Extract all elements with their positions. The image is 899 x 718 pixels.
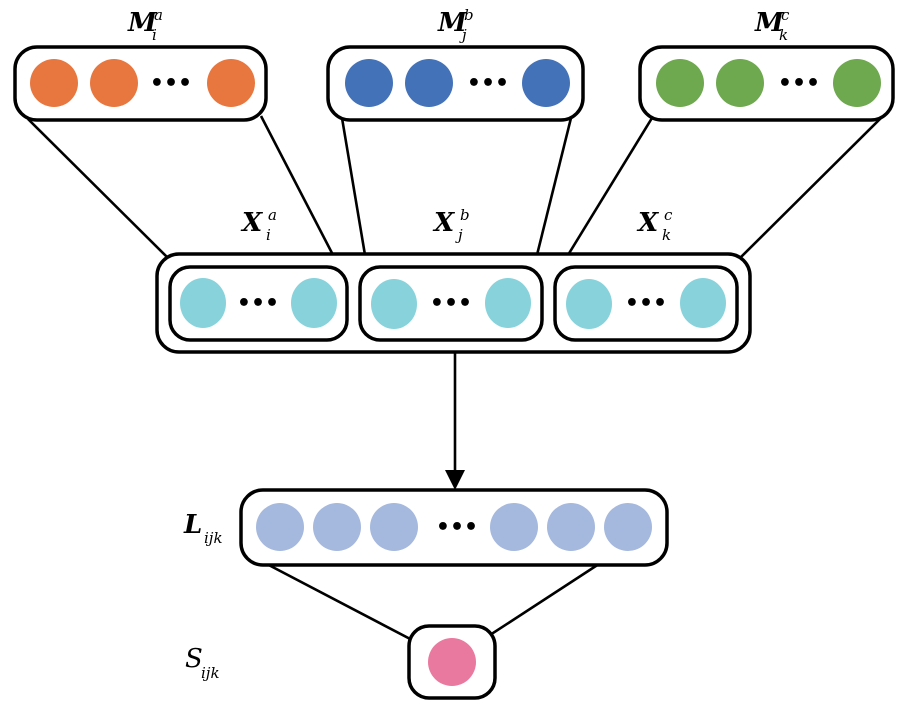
arrow-head-icon <box>445 470 465 490</box>
label-x-b: X b j <box>432 206 470 244</box>
connector-l-to-s-right <box>489 560 603 637</box>
node-xc-1 <box>566 279 612 329</box>
label-x-c: X c k <box>636 206 673 244</box>
node-l-n1 <box>547 503 595 551</box>
svg-text:b: b <box>464 6 474 24</box>
svg-text:j: j <box>459 26 467 44</box>
node-l-2 <box>313 503 361 551</box>
svg-text:i: i <box>152 26 157 44</box>
feature-group-c: ••• <box>553 265 739 342</box>
connector-ma-left <box>27 118 169 259</box>
svg-text:c: c <box>664 206 673 224</box>
node-xc-n <box>680 278 726 328</box>
ellipsis-xc: ••• <box>625 291 667 316</box>
ellipsis-xb: ••• <box>430 291 472 316</box>
label-l: L ijk <box>183 510 223 547</box>
connector-mc-left <box>566 117 654 256</box>
label-m-a: M a i <box>127 6 163 44</box>
node-l-n <box>604 503 652 551</box>
label-s: S ijk <box>185 644 220 682</box>
ellipsis-mb: ••• <box>467 71 509 96</box>
modality-box-c: ••• <box>638 45 895 122</box>
svg-text:X: X <box>432 208 456 238</box>
node-ma-2 <box>90 59 138 107</box>
svg-text:i: i <box>266 226 271 244</box>
ellipsis-l: ••• <box>436 515 478 540</box>
connector-mb-left <box>340 117 367 256</box>
ellipsis-xa: ••• <box>237 291 279 316</box>
node-l-n2 <box>490 503 538 551</box>
node-mb-2 <box>405 59 453 107</box>
svg-text:M: M <box>754 8 785 38</box>
svg-text:X: X <box>240 208 264 238</box>
svg-text:M: M <box>127 8 158 38</box>
node-xb-n <box>485 278 531 328</box>
svg-text:b: b <box>460 206 470 224</box>
node-xa-1 <box>180 278 226 328</box>
svg-text:a: a <box>268 206 277 224</box>
label-m-c: M c k <box>754 6 790 44</box>
svg-text:ijk: ijk <box>204 529 223 547</box>
node-mc-1 <box>656 59 704 107</box>
fused-box: ••• <box>239 488 669 567</box>
feature-group-b: ••• <box>358 265 544 342</box>
modality-box-a: ••• <box>13 45 268 122</box>
modality-box-b: ••• <box>326 45 585 122</box>
svg-text:k: k <box>662 226 671 244</box>
node-ma-n <box>207 59 255 107</box>
node-mb-1 <box>345 59 393 107</box>
node-xb-1 <box>371 279 417 329</box>
node-l-1 <box>256 503 304 551</box>
feature-box-outer: ••• ••• ••• <box>155 252 752 354</box>
node-s <box>428 638 476 686</box>
connector-l-to-s-left <box>262 560 415 643</box>
node-ma-1 <box>30 59 78 107</box>
svg-text:a: a <box>154 6 163 24</box>
node-mc-n <box>833 59 881 107</box>
label-m-b: M b j <box>437 6 474 44</box>
connector-ma-right <box>259 115 335 256</box>
node-mb-n <box>522 59 570 107</box>
connector-mb-right <box>535 117 573 256</box>
svg-text:M: M <box>437 8 468 38</box>
score-box <box>407 624 497 700</box>
svg-text:k: k <box>779 26 788 44</box>
svg-text:S: S <box>185 644 203 674</box>
node-xa-n <box>291 278 337 328</box>
svg-text:X: X <box>636 208 660 238</box>
ellipsis-mc: ••• <box>778 71 820 96</box>
node-mc-2 <box>716 59 764 107</box>
node-l-3 <box>370 503 418 551</box>
svg-text:ijk: ijk <box>201 664 220 682</box>
label-x-a: X a i <box>240 206 277 244</box>
feature-group-a: ••• <box>168 265 349 342</box>
svg-text:j: j <box>455 226 463 244</box>
connector-mc-right <box>739 117 882 259</box>
ellipsis-ma: ••• <box>150 71 192 96</box>
svg-text:c: c <box>781 6 790 24</box>
svg-text:L: L <box>183 510 202 540</box>
